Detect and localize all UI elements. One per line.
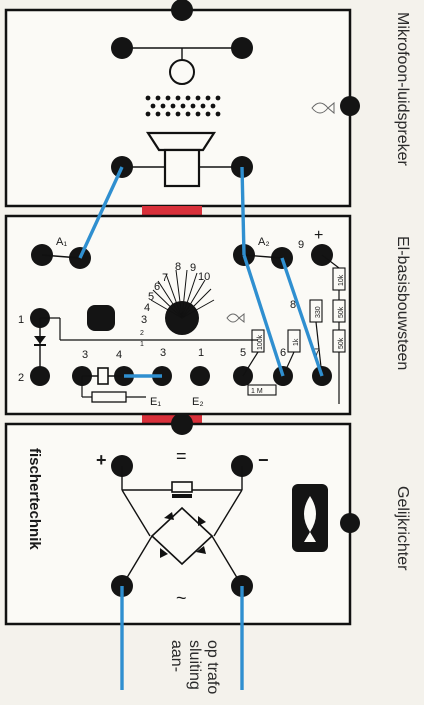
- label-7: 7: [314, 347, 320, 359]
- resistor-value: 330: [315, 306, 322, 318]
- caption-electronic-base: El-basisbouwsteen: [394, 236, 411, 370]
- dial-number: 6: [154, 281, 160, 293]
- brand-logo-text: fischertechnik: [26, 448, 43, 550]
- dial-number: 10: [198, 271, 210, 283]
- microphone-icon: [169, 59, 195, 85]
- dial-number: 8: [175, 261, 181, 273]
- terminal-pin[interactable]: [171, 413, 193, 435]
- fish-logo-icon: [304, 496, 316, 542]
- label-9: 9: [298, 239, 304, 251]
- label-1: 1: [18, 314, 24, 326]
- dial-number: 2: [140, 330, 144, 337]
- label-3: 3: [160, 347, 166, 359]
- label-1: 1: [198, 347, 204, 359]
- resistor-value: 1 M: [251, 388, 263, 395]
- caption-rectifier: Gelijkrichter: [394, 486, 411, 571]
- fish-logo-icon: [311, 101, 335, 115]
- label-a2: A₂: [258, 236, 270, 248]
- red-connector-bar: [142, 206, 202, 215]
- terminal-pin[interactable]: [111, 37, 133, 59]
- dial-number: 9: [190, 262, 196, 274]
- terminal-pin[interactable]: [231, 37, 253, 59]
- panel-connector: [340, 96, 360, 116]
- caption-microphone-speaker: Mikrofoon-luidspreker: [394, 12, 411, 167]
- label-e1: E₁: [150, 396, 161, 408]
- terminal-pin[interactable]: [30, 366, 50, 386]
- dial-number: 7: [162, 272, 168, 284]
- loudspeaker-icon: [145, 131, 217, 188]
- resistor-value: 50k: [338, 306, 345, 318]
- label-3: 3: [82, 349, 88, 361]
- label-2: 2: [18, 372, 24, 384]
- dial-scale: [150, 269, 215, 319]
- resistor-value: 1k: [293, 338, 300, 346]
- red-connector-bar: [142, 414, 202, 423]
- diode-icon: [34, 336, 46, 344]
- panel-connector: [340, 513, 360, 533]
- trafo-note-line3: op trafo: [204, 640, 221, 694]
- resistor-value: 10k: [338, 274, 345, 286]
- trafo-note-line1: aan-: [168, 640, 185, 672]
- wire-connections: [78, 166, 324, 690]
- resistor-value: 100k: [257, 334, 264, 350]
- speaker-grille-icon: [145, 95, 221, 117]
- dial-number: 5: [148, 291, 154, 303]
- terminal-pin[interactable]: [171, 0, 193, 21]
- label-plus: +: [96, 450, 107, 470]
- fish-logo-icon: [226, 312, 245, 324]
- label-e2: E₂: [192, 396, 204, 408]
- trafo-note-line2: sluiting: [186, 640, 203, 690]
- label-dc: =: [176, 446, 187, 466]
- dial-number: 1: [140, 341, 144, 348]
- label-a1: A₁: [56, 236, 67, 248]
- label-5: 5: [240, 347, 246, 359]
- label-4: 4: [116, 349, 122, 361]
- label-6: 6: [280, 347, 286, 359]
- resistor-value: 50k: [338, 337, 345, 349]
- label-minus: −: [258, 450, 269, 470]
- label-8: 8: [290, 299, 296, 311]
- label-ac: ~: [176, 588, 187, 608]
- terminal-pin[interactable]: [190, 366, 210, 386]
- dial-number: 3: [141, 314, 147, 326]
- capacitor-icon: [97, 367, 109, 385]
- capacitor-icon: [171, 481, 193, 493]
- trimmer-resistor-icon: [91, 391, 127, 403]
- bridge-rectifier-icon: [150, 506, 214, 566]
- label-plus: +: [314, 227, 323, 244]
- dial-number: 4: [144, 302, 150, 314]
- transistor-icon: [87, 305, 115, 331]
